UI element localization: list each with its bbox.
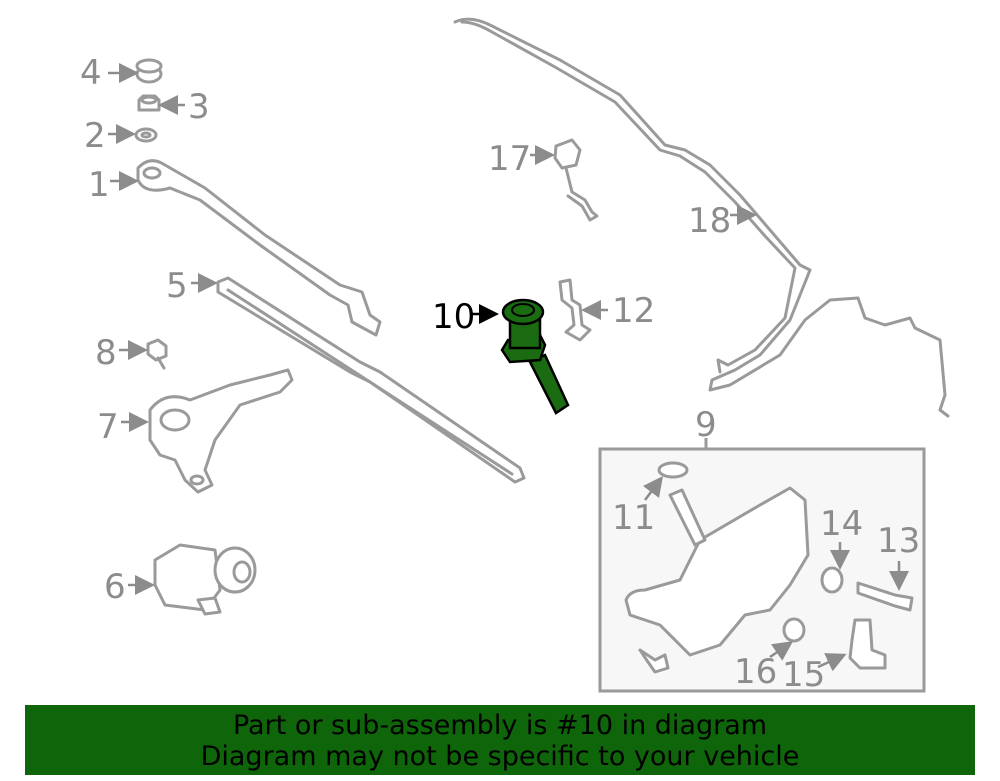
banner-line-2: Diagram may not be specific to your vehi… (200, 741, 800, 772)
part-12-bracket[interactable] (558, 278, 592, 342)
callout-10-highlighted: 10 (432, 297, 475, 337)
callout-3: 3 (188, 87, 210, 127)
info-banner: Part or sub-assembly is #10 in diagram D… (25, 705, 975, 775)
callout-14: 14 (820, 504, 863, 544)
callout-1: 1 (88, 165, 110, 205)
part-10-filler-neck-highlighted[interactable] (500, 298, 570, 415)
part-18-hose[interactable] (453, 17, 950, 418)
part-1-wiper-arm[interactable] (136, 159, 382, 337)
callout-9: 9 (695, 405, 717, 445)
part-4-cap[interactable] (135, 58, 163, 84)
callout-15: 15 (782, 655, 825, 695)
callout-17: 17 (488, 139, 531, 179)
callouts: 4 3 2 1 5 8 7 6 17 18 12 10 9 11 14 13 1… (80, 53, 920, 695)
banner-line-1: Part or sub-assembly is #10 in diagram (232, 710, 768, 741)
part-16-grommet (782, 617, 806, 643)
callout-6: 6 (104, 567, 126, 607)
callout-13: 13 (877, 521, 920, 561)
callout-4: 4 (80, 53, 102, 93)
part-8-bolt[interactable] (146, 338, 168, 370)
part-13-sensor (856, 581, 914, 612)
callout-11: 11 (612, 498, 655, 538)
callout-7: 7 (97, 407, 119, 447)
part-2-washer[interactable] (134, 127, 158, 143)
callout-16: 16 (734, 652, 777, 692)
part-7-linkage[interactable] (148, 368, 294, 494)
callout-8: 8 (95, 333, 117, 373)
part-14-grommet (820, 566, 844, 594)
part-6-motor[interactable] (153, 543, 257, 616)
bolt (638, 648, 670, 674)
callout-2: 2 (84, 116, 106, 156)
callout-12: 12 (612, 291, 655, 331)
part-15-pump (848, 618, 887, 670)
callout-5: 5 (166, 266, 188, 306)
part-17-sensor[interactable] (553, 138, 599, 222)
callout-18: 18 (688, 201, 731, 241)
part-5-wiper-blade[interactable] (216, 276, 526, 484)
part-3-nut[interactable] (137, 94, 161, 112)
